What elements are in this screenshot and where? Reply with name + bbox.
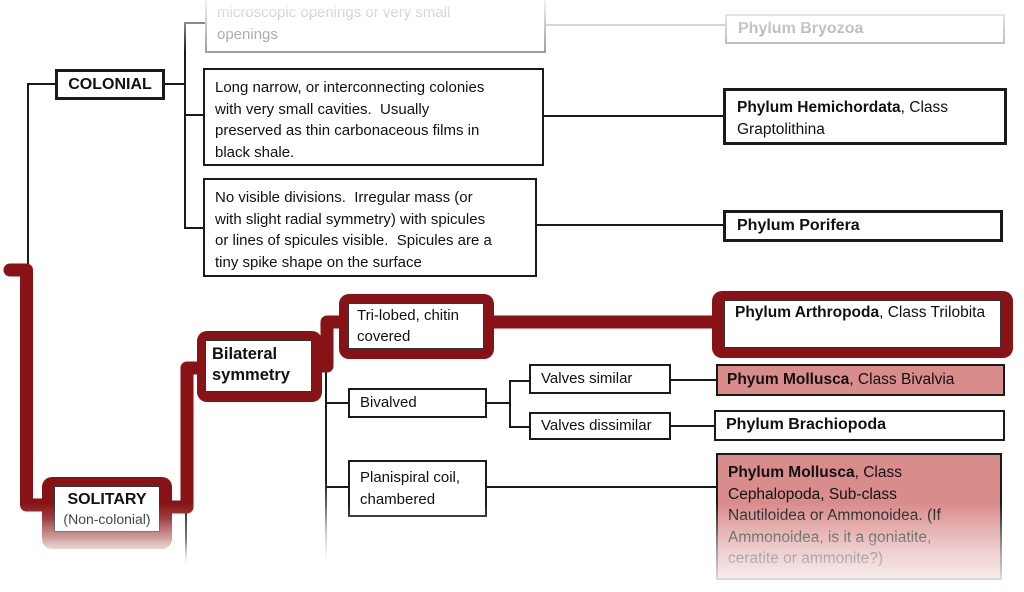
- connector-to-porifera: [537, 224, 723, 226]
- text-line: No visible divisions. Irregular mass (or: [215, 189, 473, 206]
- text-line: openings: [217, 26, 278, 43]
- node-sublabel: (Non-colonial): [63, 511, 151, 527]
- result-mollusca-cephalopoda: Phylum Mollusca, Class Cephalopoda, Sub-…: [716, 453, 1002, 580]
- connector-stub-valves-dissimilar: [511, 426, 529, 428]
- connector-stub-microscopic: [184, 22, 205, 24]
- connector-bivalved-to-bracket: [487, 402, 511, 404]
- result-phylum-hemichordata: Phylum Hemichordata, Class Graptolithina: [723, 88, 1007, 145]
- class-name: , Class Graptolithina: [737, 99, 949, 138]
- option-long-narrow-colonies: Long narrow, or interconnecting colonies…: [203, 68, 544, 166]
- highlight-path-root-to-solitary: [3, 263, 57, 512]
- phylum-name: Phyum Mollusca: [727, 371, 850, 388]
- phylum-name: Phylum Brachiopoda: [726, 416, 887, 433]
- result-arthropoda-trilobita-highlighted: Phylum Arthropoda, Class Trilobita: [712, 291, 1013, 358]
- result-text: Phylum Arthropoda, Class Trilobita: [724, 300, 1001, 348]
- node-label: Bivalved: [360, 394, 417, 411]
- node-bilateral-symmetry-highlighted: Bilateral symmetry: [197, 331, 322, 402]
- connector-stub-valves-similar: [511, 380, 529, 382]
- result-phylum-bryozoa-faded: Phylum Bryozoa: [725, 14, 1005, 44]
- result-phylum-brachiopoda: Phylum Brachiopoda: [714, 410, 1005, 441]
- connector-bilateral-branch-stem: [325, 372, 327, 564]
- text-line: Phylum Mollusca, Class: [728, 462, 992, 484]
- node-label: Valves similar: [541, 370, 633, 387]
- text-line: Nautiloidea or Ammonoidea. (If: [728, 507, 941, 524]
- phylum-name: Phylum Bryozoa: [738, 20, 864, 37]
- option-no-visible-divisions: No visible divisions. Irregular mass (or…: [203, 178, 537, 277]
- connector-stub-no-divisions: [184, 227, 203, 229]
- connector-to-mollusca-bivalvia: [671, 379, 716, 381]
- result-phylum-porifera: Phylum Porifera: [723, 210, 1003, 242]
- phylum-name: Phylum Mollusca: [728, 464, 855, 481]
- option-valves-dissimilar: Valves dissimilar: [529, 412, 671, 440]
- phylum-name: Phylum Hemichordata: [737, 99, 901, 116]
- node-label: Tri-lobed, chitin covered: [348, 303, 484, 349]
- text-line: tiny spike shape on the surface: [215, 253, 422, 271]
- text-line: Cephalopoda, Sub-class: [728, 485, 897, 503]
- option-valves-similar: Valves similar: [529, 364, 671, 394]
- node-colonial: COLONIAL: [55, 69, 165, 100]
- connector-valves-bracket: [509, 380, 511, 428]
- text-line: with very small cavities. Usually: [215, 100, 430, 118]
- result-mollusca-bivalvia: Phyum Mollusca, Class Bivalvia: [716, 364, 1005, 396]
- phylum-name: Phylum Porifera: [737, 217, 860, 234]
- node-label: SOLITARY: [67, 491, 147, 508]
- text-line: microscopic openings or very small: [217, 4, 451, 21]
- option-planispiral-coil: Planispiral coil, chambered: [348, 460, 487, 517]
- text-line: or lines of spicules visible. Spicules a…: [215, 232, 492, 249]
- connector-solitary-branch-stem: [185, 512, 187, 564]
- text-line: Long narrow, or interconnecting colonies: [215, 79, 485, 96]
- text-line: Ammonoidea, is it a goniatite,: [728, 528, 932, 546]
- connector-to-bryozoa-faded: [545, 24, 725, 26]
- connector-colonial-branch-stem: [184, 22, 186, 229]
- connector-to-mollusca-cephalopoda: [487, 486, 716, 488]
- connector-root-to-colonial-h: [28, 83, 55, 85]
- text-line: ceratite or ammonite?): [728, 550, 884, 567]
- node-label-group: SOLITARY (Non-colonial): [54, 486, 160, 532]
- node-label: Valves dissimilar: [541, 417, 652, 434]
- connector-stub-long-narrow: [184, 114, 203, 116]
- option-bivalved: Bivalved: [348, 388, 487, 418]
- connector-colonial-to-stem: [165, 83, 185, 85]
- phylum-name: Phylum Arthropoda: [735, 304, 880, 321]
- connector-to-brachiopoda: [671, 425, 714, 427]
- connector-stub-planispiral: [326, 486, 348, 488]
- node-label: Bilateral symmetry: [205, 340, 312, 392]
- class-name: , Class Trilobita: [879, 304, 986, 321]
- text-line: with slight radial symmetry) with spicul…: [215, 210, 486, 228]
- text-line: black shale.: [215, 143, 295, 161]
- class-name: , Class Bivalvia: [849, 371, 955, 388]
- option-trilobed-highlighted: Tri-lobed, chitin covered: [339, 294, 494, 359]
- node-label: COLONIAL: [68, 76, 152, 93]
- connector-stub-bivalved: [326, 402, 348, 404]
- option-microscopic-openings-faded: microscopic openings or very small openi…: [205, 0, 546, 53]
- node-solitary-highlighted: SOLITARY (Non-colonial): [42, 477, 172, 549]
- class-name: , Class: [854, 464, 902, 481]
- connector-root-stem-v: [27, 83, 29, 267]
- node-label: Planispiral coil, chambered: [360, 469, 461, 508]
- text-line: preserved as thin carbonaceous films in: [215, 122, 480, 139]
- connector-to-hemichordata: [544, 115, 723, 117]
